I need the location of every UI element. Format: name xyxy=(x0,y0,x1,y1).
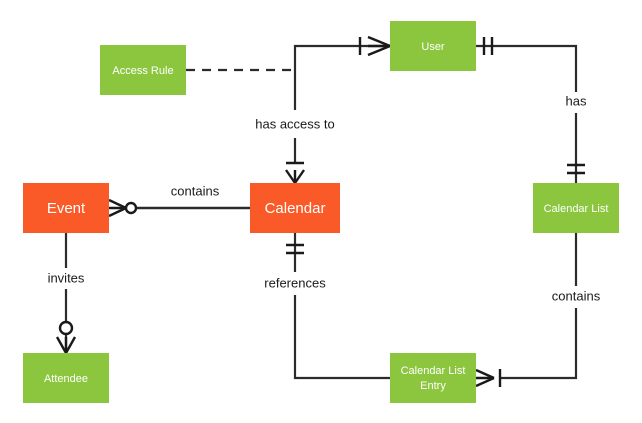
link-calendar-references-lower xyxy=(293,295,390,380)
relationship-label-invites: invites xyxy=(48,270,85,285)
relationship-label-references: references xyxy=(264,275,326,290)
entity-access-rule-label: Access Rule xyxy=(112,65,173,77)
entity-calendar[interactable]: Calendar xyxy=(250,183,340,233)
relationship-label-contains-event: contains xyxy=(171,183,220,198)
entity-attendee[interactable]: Attendee xyxy=(23,353,109,403)
relationship-label-has-access-to: has access to xyxy=(255,116,335,131)
entity-calendar-list-entry-label-line2: Entry xyxy=(420,380,446,392)
entity-calendar-list-entry[interactable]: Calendar List Entry xyxy=(390,353,476,403)
entity-calendar-list-entry-box[interactable] xyxy=(390,353,476,403)
entity-user-label: User xyxy=(421,41,445,53)
entity-calendar-list-box[interactable] xyxy=(533,183,619,233)
entity-event[interactable]: Event xyxy=(23,183,109,233)
cardinality-event-right-zero-or-many xyxy=(108,198,138,218)
entity-event-label: Event xyxy=(47,200,86,217)
entity-attendee-label: Attendee xyxy=(44,373,88,385)
cardinality-calendar-bottom-exactly-one xyxy=(286,243,304,255)
entity-user-box[interactable] xyxy=(390,21,476,71)
entity-event-box[interactable] xyxy=(23,183,109,233)
cardinality-calendar-top-one-or-many xyxy=(285,161,305,184)
cardinality-attendee-top-zero-or-many xyxy=(55,320,77,354)
entity-calendar-list[interactable]: Calendar List xyxy=(533,183,619,233)
entity-access-rule-box[interactable] xyxy=(100,45,186,95)
entity-user[interactable]: User xyxy=(390,21,476,71)
cardinality-user-right-exactly-one xyxy=(482,37,494,55)
cardinality-calendar-list-top-exactly-one xyxy=(567,163,585,175)
entity-calendar-box[interactable] xyxy=(250,183,340,233)
relationship-label-has: has xyxy=(566,93,587,108)
link-user-to-calendar-list-upper xyxy=(476,44,578,92)
cardinality-entry-right-one-or-many xyxy=(475,368,502,388)
entity-calendar-list-label: Calendar List xyxy=(544,203,609,215)
connector-calendar-list-contains-entry xyxy=(500,233,578,380)
connector-user-has-calendar-list xyxy=(476,44,578,183)
entity-calendar-list-entry-label-line1: Calendar List xyxy=(401,365,466,377)
entity-access-rule[interactable]: Access Rule xyxy=(100,45,186,95)
cardinality-user-left-one-to-many xyxy=(358,35,391,57)
link-user-to-calendar-upper xyxy=(293,44,390,110)
entity-calendar-label: Calendar xyxy=(265,200,326,217)
entity-attendee-box[interactable] xyxy=(23,353,109,403)
relationship-label-contains-list: contains xyxy=(552,288,601,303)
link-calendar-list-contains-lower xyxy=(500,308,578,380)
connector-user-has-access-to-calendar xyxy=(293,44,390,163)
connector-calendar-references-entry xyxy=(293,233,390,380)
